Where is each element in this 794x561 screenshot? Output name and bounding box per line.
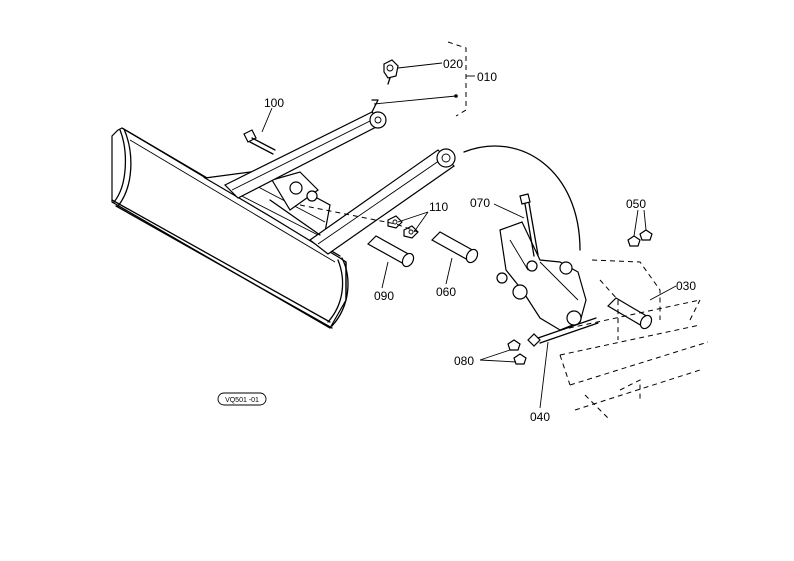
group-bracket-010 bbox=[447, 41, 467, 117]
bolt-100 bbox=[243, 129, 276, 155]
pin-030 bbox=[607, 297, 653, 330]
nuts-050 bbox=[627, 229, 653, 247]
callout-040: 040 bbox=[530, 410, 550, 424]
tractor-frame bbox=[559, 259, 709, 421]
pin-060 bbox=[431, 231, 479, 264]
callout-030: 030 bbox=[676, 279, 696, 293]
mounting-bracket bbox=[496, 221, 587, 331]
callout-110: 110 bbox=[429, 200, 448, 214]
callout-080: 080 bbox=[454, 354, 474, 368]
callout-060: 060 bbox=[436, 285, 456, 299]
grease-fitting bbox=[383, 59, 399, 85]
leader-lines bbox=[261, 62, 677, 409]
callout-070: 070 bbox=[470, 196, 490, 210]
figure-reference-text: VQ501 -01 bbox=[225, 397, 259, 404]
pin-090 bbox=[367, 235, 415, 268]
callout-090: 090 bbox=[374, 289, 394, 303]
hose-line bbox=[463, 145, 581, 251]
bolt-040 bbox=[527, 317, 599, 347]
blade-arm bbox=[269, 148, 456, 255]
nuts-080 bbox=[507, 339, 527, 365]
callout-labels: 020 010 100 110 070 050 030 090 060 080 … bbox=[264, 57, 696, 424]
callout-050: 050 bbox=[626, 197, 646, 211]
bolt-070 bbox=[519, 193, 539, 257]
nuts-110 bbox=[387, 215, 419, 239]
callout-020: 020 bbox=[443, 57, 463, 71]
hydraulic-cylinder bbox=[223, 99, 387, 199]
dozer-blade bbox=[111, 127, 349, 329]
callout-100: 100 bbox=[264, 96, 284, 110]
figure-reference: VQ501 -01 bbox=[217, 392, 267, 406]
callout-010: 010 bbox=[477, 70, 497, 84]
